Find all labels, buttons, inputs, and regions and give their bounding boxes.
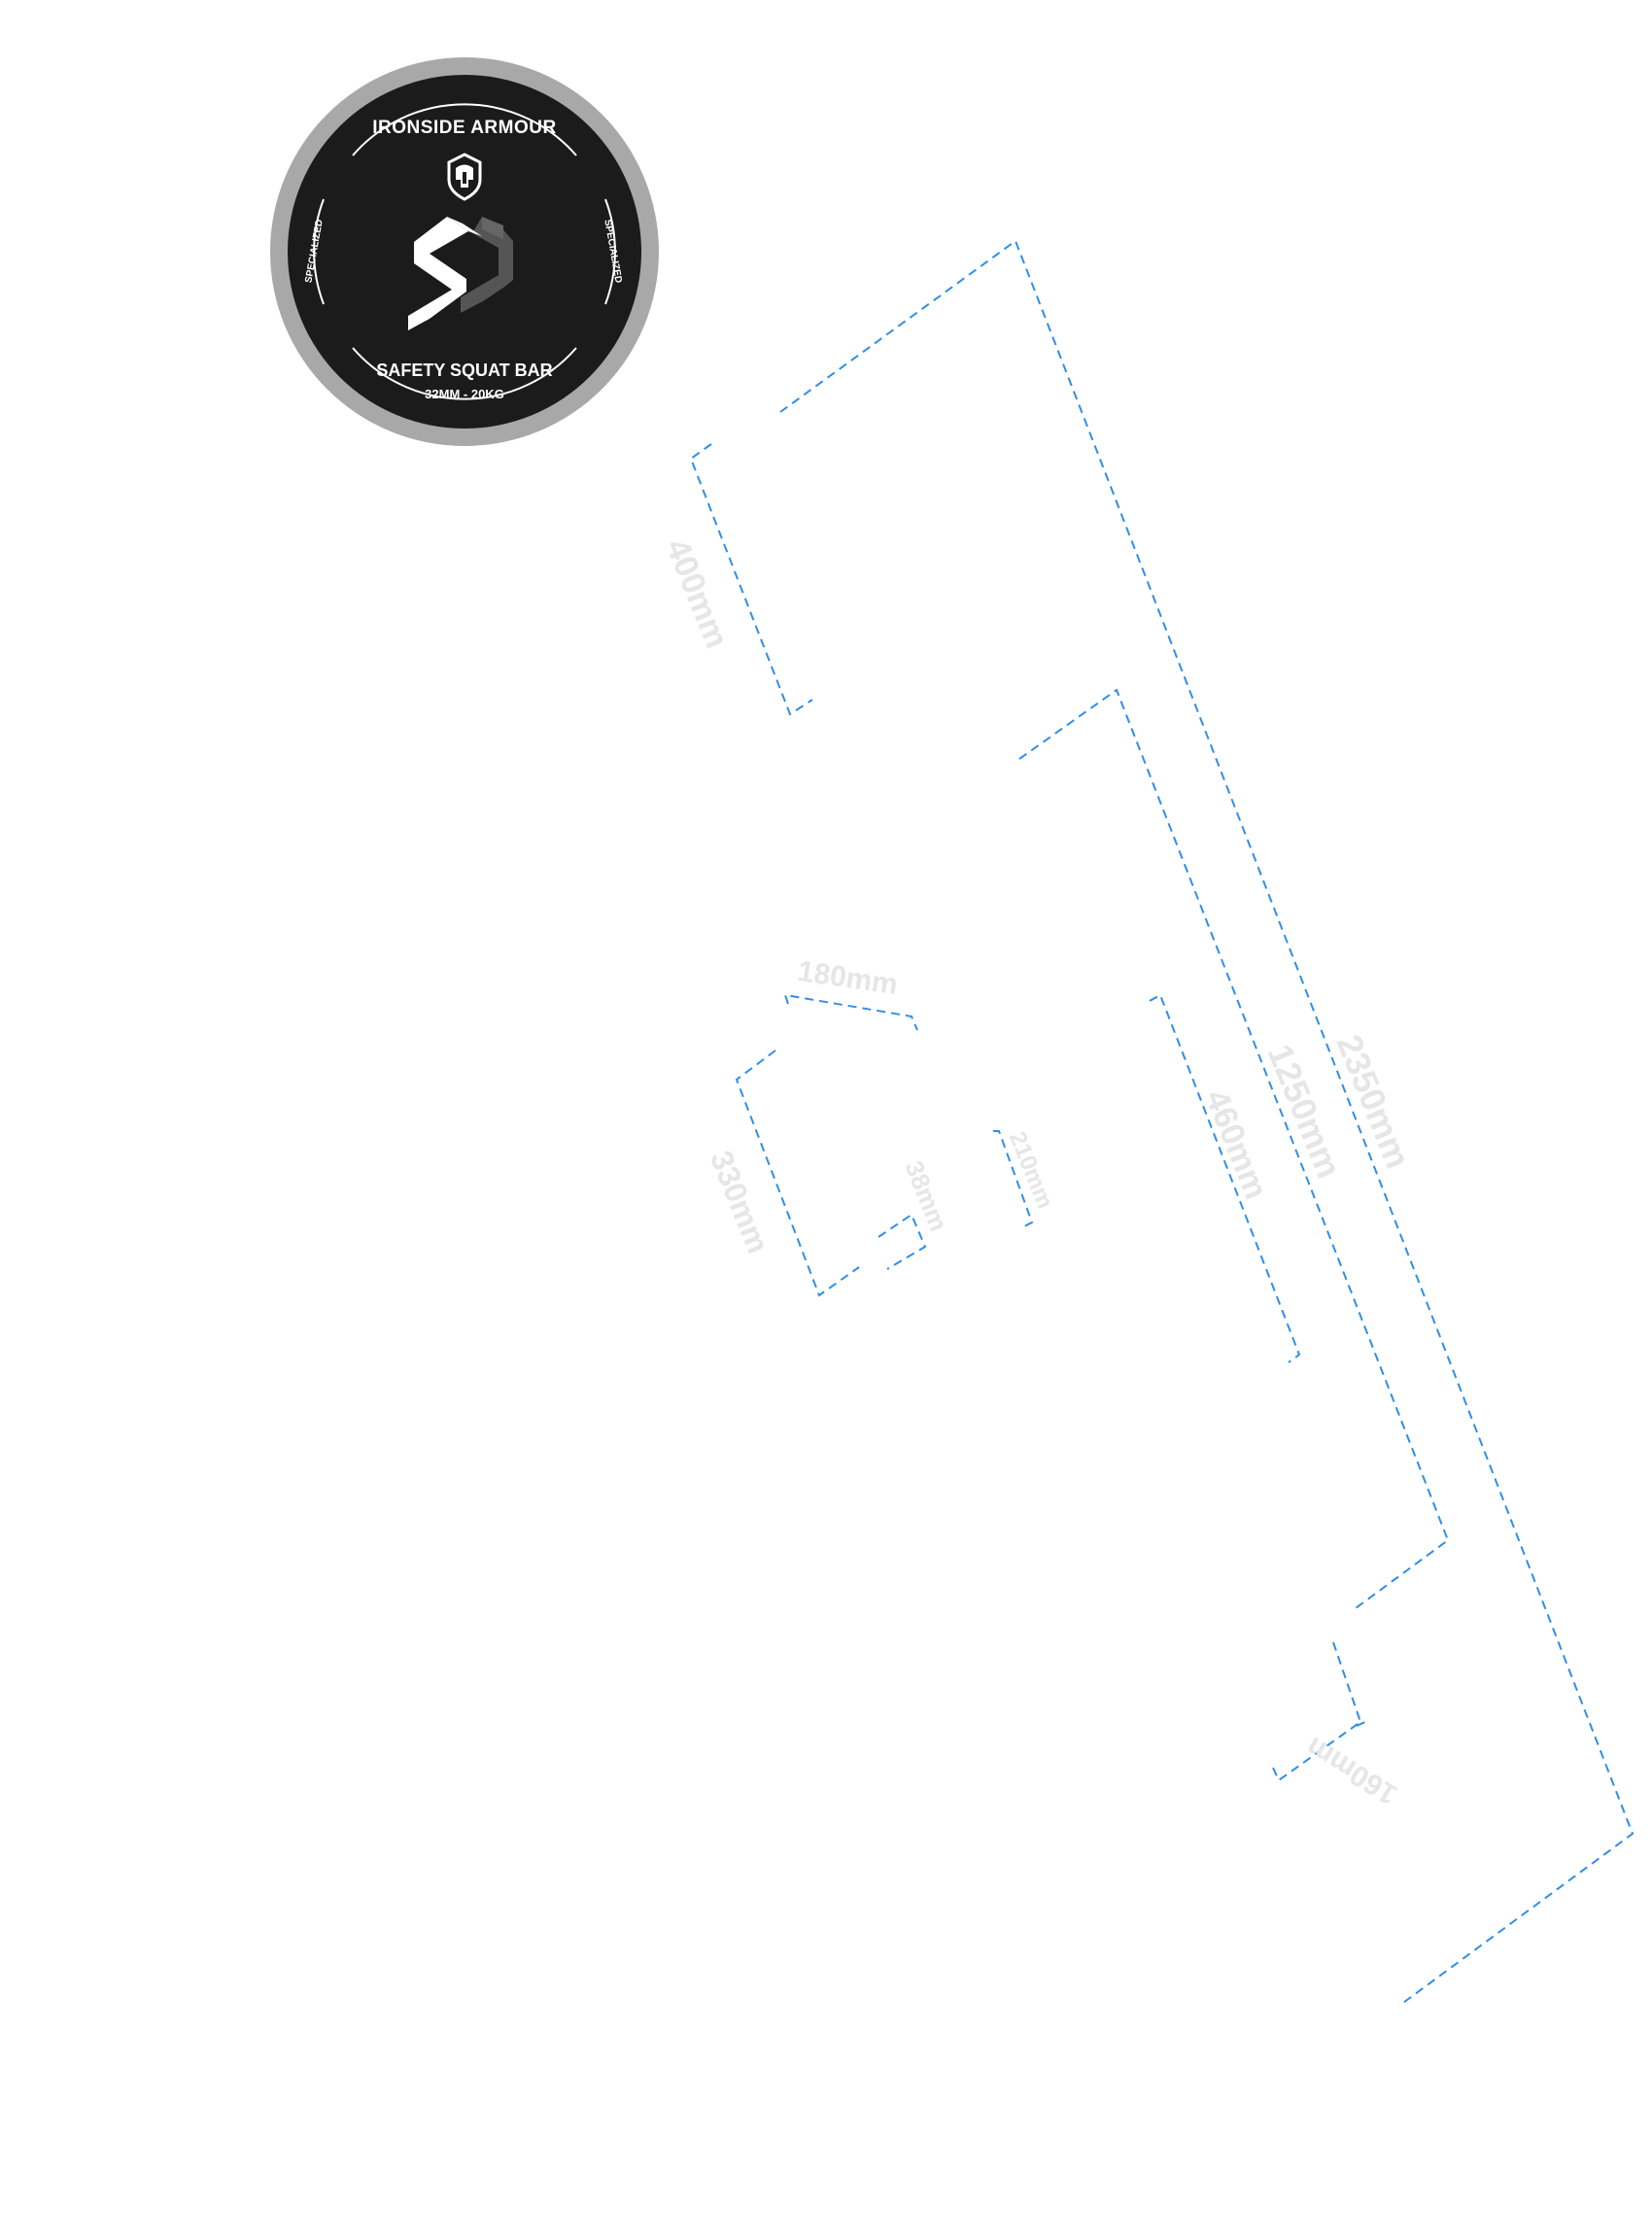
dim-line-160-tick <box>1356 1721 1366 1727</box>
dim-line-160 <box>1270 1641 1362 1782</box>
badge-product-text: SAFETY SQUAT BAR <box>376 361 552 380</box>
label-180: 180mm <box>796 955 900 1001</box>
dim-line-460 <box>1149 993 1301 1363</box>
badge-spec-text: 32MM - 20KG <box>425 387 504 401</box>
dim-line-400 <box>689 443 813 716</box>
dim-line-2350 <box>779 239 1635 2007</box>
label-400: 400mm <box>659 533 736 653</box>
label-160: 160mm <box>1300 1731 1402 1811</box>
spartan-helmet-icon <box>447 153 482 201</box>
badge-inner-ring <box>313 103 616 400</box>
label-460: 460mm <box>1198 1084 1275 1204</box>
product-badge: IRONSIDE ARMOUR SPECIALIZED SPECIALIZED … <box>270 57 659 446</box>
label-210: 210mm <box>1004 1128 1058 1213</box>
dim-line-180 <box>783 993 918 1031</box>
label-330: 330mm <box>704 1146 776 1258</box>
dimension-lines <box>689 239 1635 2007</box>
badge-face <box>288 75 641 429</box>
badge-brand-text: IRONSIDE ARMOUR <box>372 118 556 138</box>
dim-line-1250 <box>1018 688 1450 1609</box>
dim-line-330 <box>735 1049 860 1297</box>
dim-line-38 <box>878 1213 927 1270</box>
label-38: 38mm <box>899 1156 953 1235</box>
s-monogram-logo <box>408 217 513 330</box>
dim-line-210 <box>993 1130 1034 1227</box>
